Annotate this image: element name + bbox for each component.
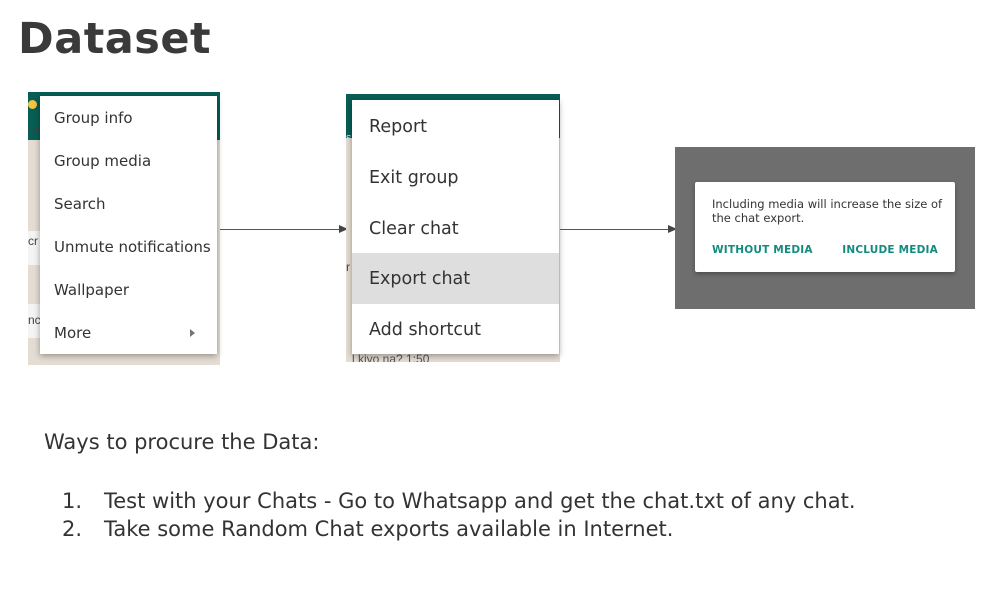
menu-item-group-media[interactable]: Group media xyxy=(40,139,217,182)
menu-item-exit-group[interactable]: Exit group xyxy=(352,152,559,203)
menu-item-label: Exit group xyxy=(369,167,459,188)
arrow-head-icon xyxy=(668,225,677,233)
menu-item-unmute-notifications[interactable]: Unmute notifications xyxy=(40,225,217,268)
chat-message-fragment: l kiyo na? 1:50 xyxy=(352,352,430,362)
menu-item-more[interactable]: More xyxy=(40,311,217,354)
menu-item-label: Wallpaper xyxy=(54,280,130,299)
menu-item-label: Add shortcut xyxy=(369,319,481,340)
list-text: Take some Random Chat exports available … xyxy=(104,517,674,541)
procurement-list: 1. Test with your Chats - Go to Whatsapp … xyxy=(62,487,856,543)
menu-item-clear-chat[interactable]: Clear chat xyxy=(352,203,559,254)
chat-overflow-menu: Report Exit group Clear chat Export chat… xyxy=(352,100,559,354)
group-overflow-menu: Group info Group media Search Unmute not… xyxy=(40,96,217,354)
menu-item-label: Clear chat xyxy=(369,218,459,239)
chat-text-fragment: r xyxy=(346,260,350,274)
header-text-fragment: us xyxy=(28,123,41,137)
menu-item-label: Report xyxy=(369,116,428,137)
header-text-fragment: s xyxy=(346,132,352,144)
slide-title: Dataset xyxy=(18,14,212,64)
flow-arrow xyxy=(560,225,677,233)
chat-bubble-fragment xyxy=(28,304,42,338)
menu-item-search[interactable]: Search xyxy=(40,182,217,225)
menu-item-label: More xyxy=(54,323,92,342)
chat-bubble-fragment xyxy=(28,231,42,265)
submenu-arrow-icon xyxy=(190,328,195,337)
export-media-dialog: Including media will increase the size o… xyxy=(695,182,955,272)
menu-item-label: Group info xyxy=(54,108,133,127)
without-media-button[interactable]: WITHOUT MEDIA xyxy=(712,244,813,256)
menu-item-label: Unmute notifications xyxy=(54,237,211,256)
menu-item-add-shortcut[interactable]: Add shortcut xyxy=(352,304,559,355)
list-number: 2. xyxy=(62,517,83,541)
list-item: 1. Test with your Chats - Go to Whatsapp … xyxy=(62,487,856,515)
list-number: 1. xyxy=(62,489,83,513)
chat-text-fragment: nc xyxy=(28,313,41,327)
avatar-emoji-icon xyxy=(28,100,37,109)
intro-text: Ways to procure the Data: xyxy=(44,430,320,454)
list-text: Test with your Chats - Go to Whatsapp an… xyxy=(104,489,856,513)
menu-item-label: Group media xyxy=(54,151,152,170)
list-item: 2. Take some Random Chat exports availabl… xyxy=(62,515,856,543)
dialog-message: Including media will increase the size o… xyxy=(712,197,943,225)
menu-item-group-info[interactable]: Group info xyxy=(40,96,217,139)
menu-item-wallpaper[interactable]: Wallpaper xyxy=(40,268,217,311)
menu-item-label: Export chat xyxy=(369,268,471,289)
include-media-button[interactable]: INCLUDE MEDIA xyxy=(842,244,938,256)
menu-item-export-chat[interactable]: Export chat xyxy=(352,253,559,304)
chat-text-fragment: cr xyxy=(28,234,38,248)
arrow-head-icon xyxy=(339,225,348,233)
menu-item-report[interactable]: Report xyxy=(352,101,559,152)
menu-item-label: Search xyxy=(54,194,106,213)
flow-arrow xyxy=(220,225,348,233)
